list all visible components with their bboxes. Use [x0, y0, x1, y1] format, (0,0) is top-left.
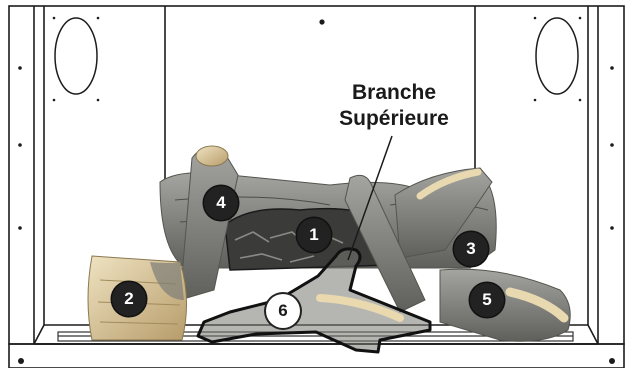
callout-line-2: Supérieure: [308, 106, 480, 132]
marker-6: 6: [266, 294, 300, 328]
right-vent-oval: [536, 18, 578, 94]
log-5: [440, 269, 570, 341]
marker-5: 5: [470, 283, 504, 317]
marker-4: 4: [204, 186, 238, 220]
marker-3: 3: [454, 232, 488, 266]
callout-title: Branche Supérieure: [308, 80, 480, 132]
marker-1: 1: [297, 218, 331, 252]
left-vent-oval: [55, 18, 97, 94]
callout-line-1: Branche: [308, 80, 480, 106]
marker-2: 2: [112, 282, 146, 316]
